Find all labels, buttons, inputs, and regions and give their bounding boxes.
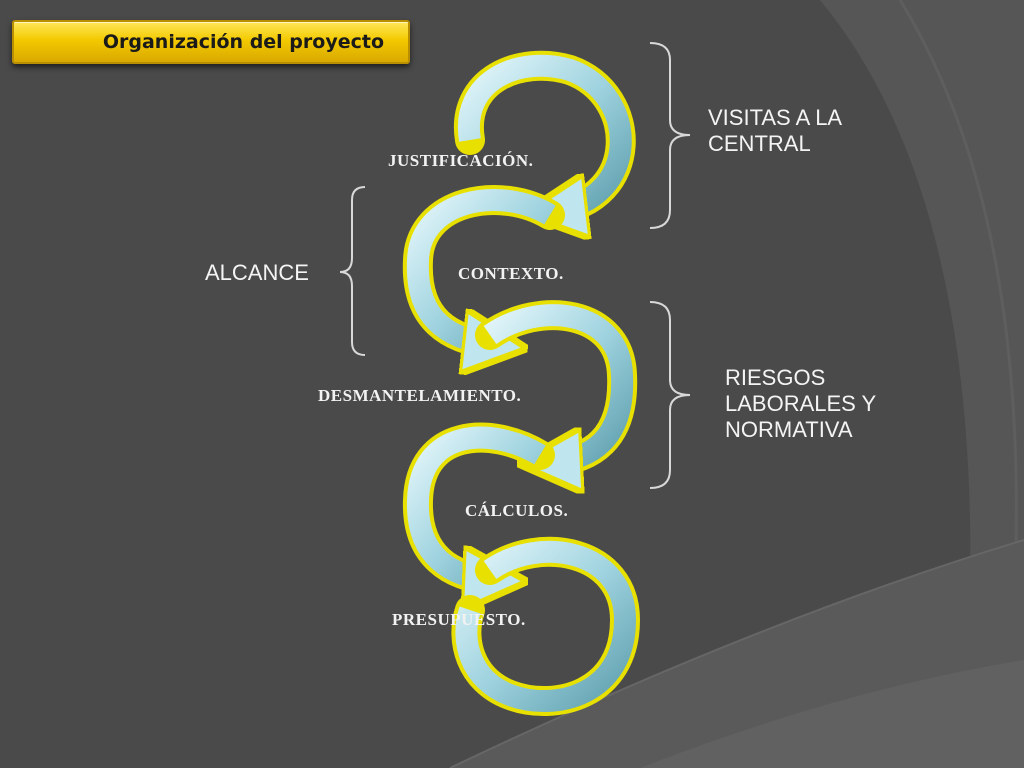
step-label-calculos: CÁLCULOS. [465,501,569,520]
group-label-visitas-line2: CENTRAL [708,131,811,156]
title-box: Organización del proyecto [12,20,410,64]
step-label-justificacion: JUSTIFICACIÓN. [388,151,534,170]
group-label-visitas: VISITAS A LA CENTRAL [708,105,842,157]
loop-arrow-5 [451,536,641,717]
loop-arrow-4 [402,422,555,580]
loop-arrow-1 [453,50,636,210]
step-label-desmantelamiento: DESMANTELAMIENTO. [318,386,522,405]
bracket-alcance [339,186,366,356]
page-title: Organización del proyecto [102,31,384,53]
step-label-contexto: CONTEXTO. [458,264,564,283]
group-label-visitas-line1: VISITAS A LA [708,105,843,130]
bracket-riesgos [649,301,691,489]
group-label-riesgos: RIESGOS LABORALES Y NORMATIVA [725,365,876,443]
bracket-visitas [649,42,691,229]
group-label-riesgos-line2: LABORALES Y [725,391,877,416]
loop-arrow-3 [475,300,638,462]
step-label-presupuesto: PRESUPUESTO. [392,610,526,629]
group-label-alcance: ALCANCE [205,260,309,285]
group-label-riesgos-line3: NORMATIVA [725,417,853,442]
loop-arrow-2 [402,185,565,345]
group-label-riesgos-line1: RIESGOS [725,365,826,390]
